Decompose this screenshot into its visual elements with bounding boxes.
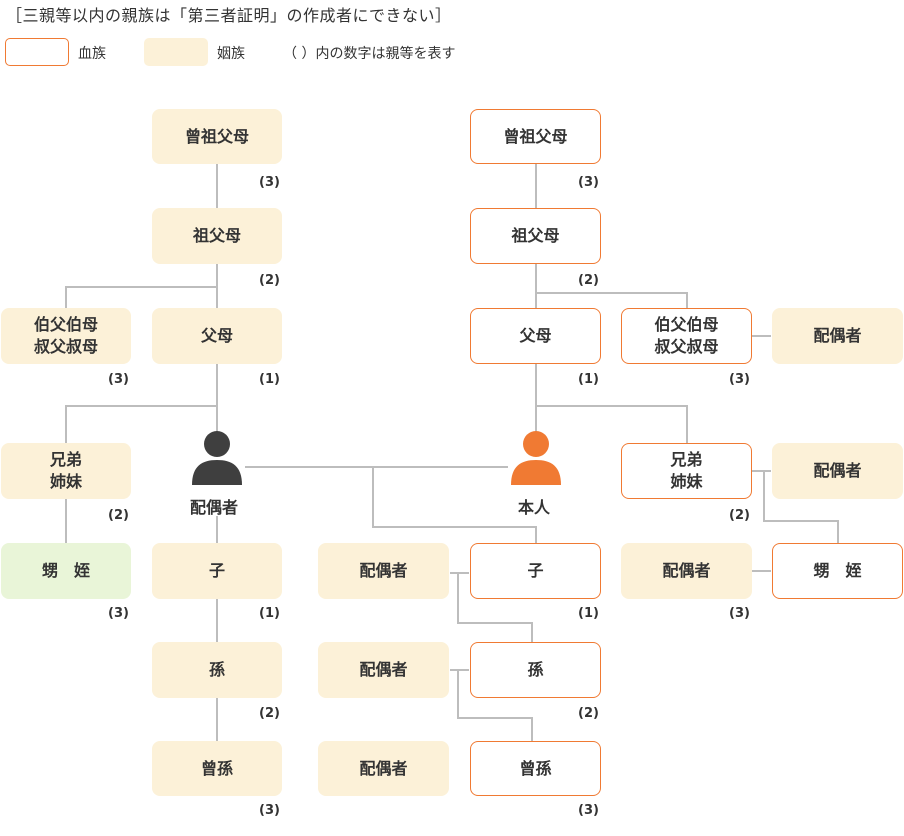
spouse-grandparents-degree: (2) bbox=[259, 273, 280, 288]
spouse-person-icon bbox=[192, 431, 242, 485]
spouse-great-grandparents-degree: (3) bbox=[259, 175, 280, 190]
spouse-siblings-box: 兄弟 姉妹 bbox=[1, 443, 131, 499]
self-great-grandparents-box: 曾祖父母 bbox=[470, 109, 601, 164]
self-great-grandchild-degree: (3) bbox=[578, 803, 599, 818]
self-siblings-box: 兄弟 姉妹 bbox=[621, 443, 752, 499]
spouse-parents-box: 父母 bbox=[152, 308, 282, 364]
spouse-uncles-aunts-box: 伯父伯母 叔父叔母 bbox=[1, 308, 131, 364]
self-grandchild-degree: (2) bbox=[578, 706, 599, 721]
legend-affinal-swatch bbox=[144, 38, 208, 66]
spouse-nephews-nieces-box: 甥 姪 bbox=[1, 543, 131, 599]
self-uncles-aunts-box: 伯父伯母 叔父叔母 bbox=[621, 308, 752, 364]
self-great-grandchild-box: 曾孫 bbox=[470, 741, 601, 796]
child-spouse-box: 配偶者 bbox=[318, 543, 449, 599]
spouse-child-box: 子 bbox=[152, 543, 282, 599]
great-grandchild-spouse-box: 配偶者 bbox=[318, 741, 449, 796]
self-grandchild-box: 孫 bbox=[470, 642, 601, 698]
legend-blood-swatch bbox=[5, 38, 69, 66]
legend-blood-label: 血族 bbox=[78, 46, 106, 62]
self-nephews-nieces-degree: (3) bbox=[729, 606, 750, 621]
self-person-icon bbox=[511, 431, 561, 485]
self-nephews-nieces-box: 甥 姪 bbox=[772, 543, 903, 599]
self-great-grandparents-degree: (3) bbox=[578, 175, 599, 190]
self-parents-degree: (1) bbox=[578, 372, 599, 387]
siblings-spouse-box: 配偶者 bbox=[772, 443, 903, 499]
self-child-degree: (1) bbox=[578, 606, 599, 621]
self-grandparents-box: 祖父母 bbox=[470, 208, 601, 264]
spouse-label: 配偶者 bbox=[190, 498, 239, 517]
self-parents-box: 父母 bbox=[470, 308, 601, 364]
spouse-child-degree: (1) bbox=[259, 606, 280, 621]
legend-affinal-label: 姻族 bbox=[217, 46, 245, 62]
spouse-great-grandparents-box: 曾祖父母 bbox=[152, 109, 282, 164]
spouse-grandparents-box: 祖父母 bbox=[152, 208, 282, 264]
self-child-box: 子 bbox=[470, 543, 601, 599]
self-siblings-degree: (2) bbox=[729, 508, 750, 523]
spouse-grandchild-degree: (2) bbox=[259, 706, 280, 721]
legend-note: （ ）内の数字は親等を表す bbox=[283, 46, 456, 62]
uncles-aunts-spouse-box: 配偶者 bbox=[772, 308, 903, 364]
nephews-spouse-box: 配偶者 bbox=[621, 543, 752, 599]
self-label: 本人 bbox=[518, 498, 551, 517]
self-grandparents-degree: (2) bbox=[578, 273, 599, 288]
spouse-great-grandchild-degree: (3) bbox=[259, 803, 280, 818]
spouse-grandchild-box: 孫 bbox=[152, 642, 282, 698]
spouse-uncles-aunts-degree: (3) bbox=[108, 372, 129, 387]
self-uncles-aunts-degree: (3) bbox=[729, 372, 750, 387]
spouse-parents-degree: (1) bbox=[259, 372, 280, 387]
spouse-siblings-degree: (2) bbox=[108, 508, 129, 523]
spouse-nephews-nieces-degree: (3) bbox=[108, 606, 129, 621]
diagram-title: ［三親等以内の親族は「第三者証明」の作成者にできない］ bbox=[6, 6, 452, 25]
grandchild-spouse-box: 配偶者 bbox=[318, 642, 449, 698]
spouse-great-grandchild-box: 曾孫 bbox=[152, 741, 282, 796]
